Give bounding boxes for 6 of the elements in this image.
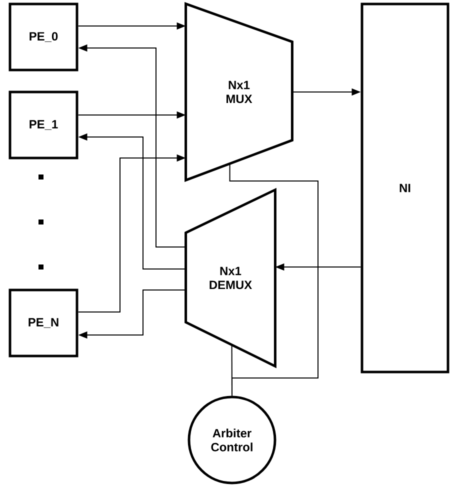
pe-box: PE_0: [8, 2, 78, 72]
pe-box: PE_N: [8, 288, 78, 358]
ni-block: NI: [360, 2, 450, 374]
connector: [231, 344, 232, 396]
demux-trapezoid: Nx1 DEMUX: [184, 188, 276, 368]
pe-box: PE_1: [8, 90, 78, 160]
